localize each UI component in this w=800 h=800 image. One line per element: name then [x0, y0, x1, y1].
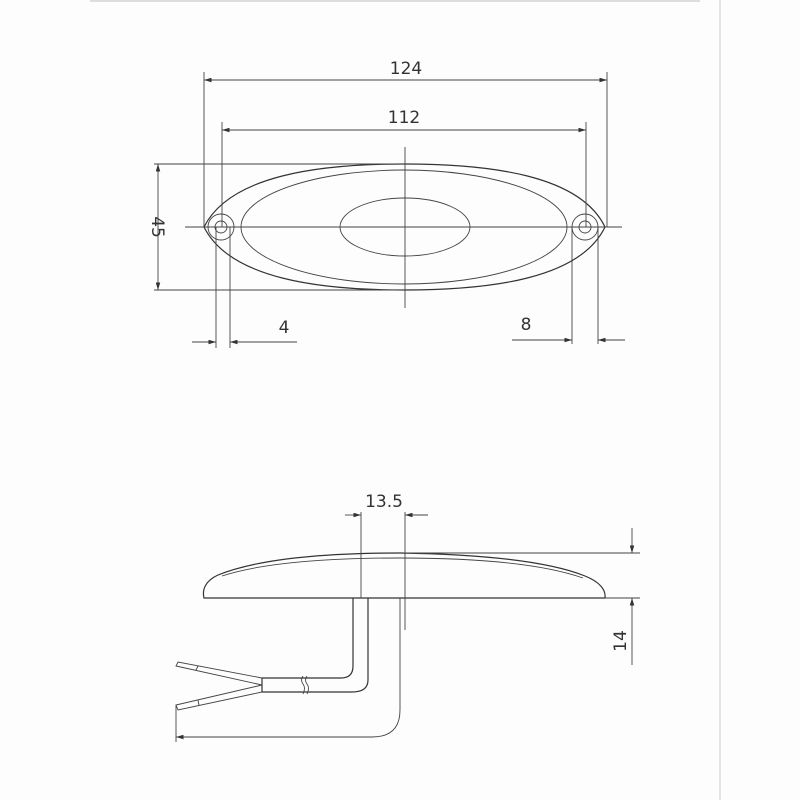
dim-14-label: 14 — [611, 630, 631, 652]
dim-124-label: 124 — [390, 59, 422, 79]
dim-13-5-label: 13.5 — [365, 492, 403, 512]
lamp-body-profile — [202, 552, 606, 599]
cable — [261, 598, 369, 693]
dim-45-label: 45 — [147, 216, 167, 238]
top-view: 124 112 45 4 8 — [147, 59, 625, 348]
dim-112-label: 112 — [388, 108, 420, 128]
dim-4-label: 4 — [279, 318, 290, 338]
side-view: 13.5 14 — [175, 492, 640, 742]
wire-top — [175, 661, 263, 686]
wire-bottom — [175, 684, 263, 711]
cable-length-line — [176, 598, 401, 740]
dim-8-label: 8 — [521, 315, 532, 335]
